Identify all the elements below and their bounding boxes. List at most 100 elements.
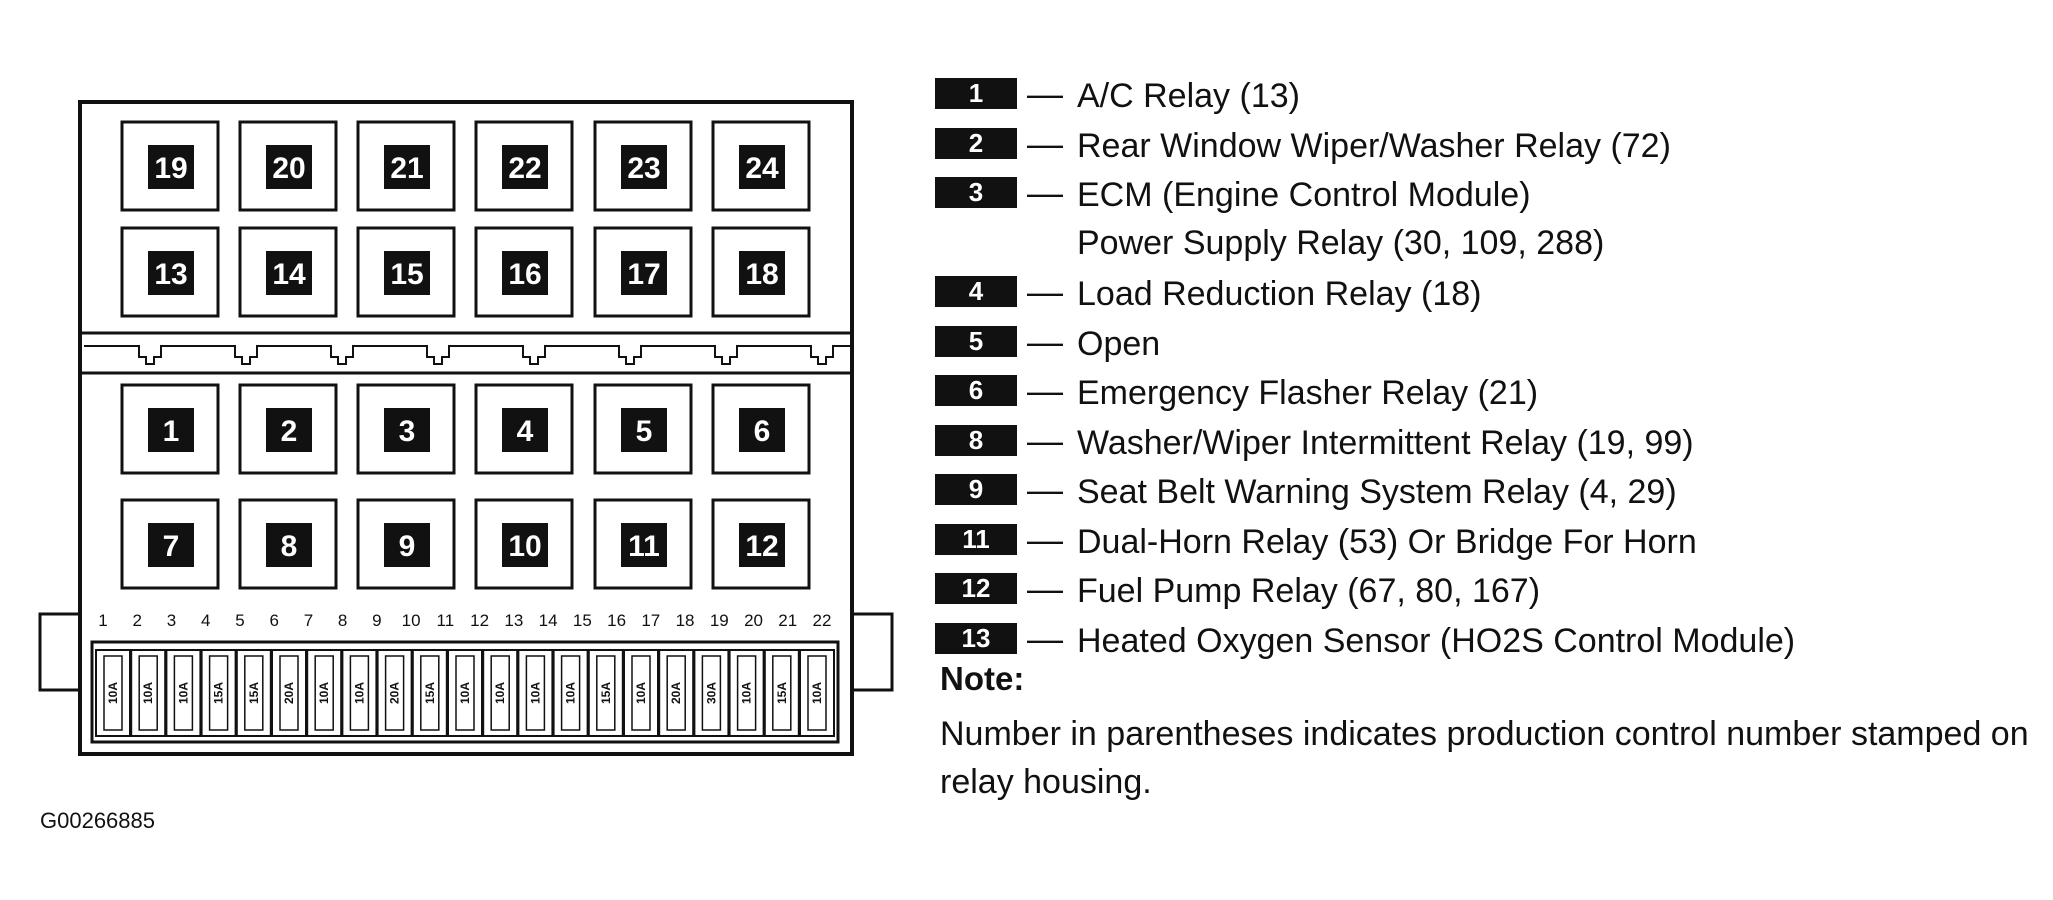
relay-number-badge xyxy=(148,523,194,567)
relay-number-badge xyxy=(621,145,667,189)
fuse: 10A xyxy=(552,649,589,737)
relay-number: 24 xyxy=(745,152,779,185)
legend-description-line: Dual-Horn Relay (53) Or Bridge For Horn xyxy=(1077,522,1697,561)
legend-dash: — xyxy=(1027,419,1063,461)
relay-legend: 1 — A/C Relay (13) 2—Rear Window Wiper/Wash… xyxy=(935,72,2045,666)
legend-number-badge: 5 xyxy=(935,325,1017,357)
legend-description: Open xyxy=(1077,320,1160,368)
relay-socket-16: 16 xyxy=(474,226,574,318)
legend-description: Dual-Horn Relay (53) Or Bridge For Horn xyxy=(1077,518,1697,566)
legend-description-line: A/C Relay (13) xyxy=(1077,77,1300,115)
legend-description: Load Reduction Relay (18) xyxy=(1077,270,1481,318)
fuse: 10A xyxy=(482,649,519,737)
relay-number-badge xyxy=(384,523,430,567)
fuse: 10A xyxy=(306,649,343,737)
legend-number-badge: 3 xyxy=(935,177,1017,208)
fuse: 30A xyxy=(693,649,730,737)
legend-description-line: Heated Oxygen Sensor (HO2S Control Modul… xyxy=(1077,621,1796,660)
legend-dash: — xyxy=(1027,73,1063,114)
relay-number-badge xyxy=(502,251,548,295)
fuse-number: 2 xyxy=(133,611,142,630)
fuse: 10A xyxy=(623,649,659,737)
fuse: 10A xyxy=(799,649,835,737)
fuse-number: 11 xyxy=(437,611,455,630)
legend-item: 2—Rear Window Wiper/Washer Relay (72) xyxy=(935,122,2045,172)
relay-number-badge xyxy=(266,145,312,189)
relay-number: 8 xyxy=(281,530,298,563)
fuse-box-outline xyxy=(38,100,894,756)
fuse-rating: 15A xyxy=(775,682,789,704)
fuse-number: 13 xyxy=(504,611,523,630)
legend-item: 12—Fuel Pump Relay (67, 80, 167) xyxy=(935,567,2045,617)
fuse-rating: 10A xyxy=(810,682,824,704)
relay-socket-24: 24 xyxy=(711,120,811,212)
legend-item: 6—Emergency Flasher Relay (21) xyxy=(935,369,2045,419)
relay-number: 6 xyxy=(754,415,771,448)
legend-description: ECM (Engine Control Module)Power Supply … xyxy=(1077,171,1604,267)
relay-socket-21: 21 xyxy=(356,120,456,212)
relay-number: 1 xyxy=(163,415,180,448)
relay-number-badge xyxy=(266,408,312,452)
legend-dash: — xyxy=(1027,469,1063,510)
relay-number-badge xyxy=(502,523,548,567)
legend-dash: — xyxy=(1027,271,1063,312)
fuse: 10A xyxy=(95,649,131,737)
relay-socket-13: 13 xyxy=(120,226,220,318)
relay-number: 14 xyxy=(272,258,306,291)
legend-dash: — xyxy=(1027,172,1063,213)
fuse-number: 16 xyxy=(607,611,626,630)
legend-item: 3 — ECM (Engine Control Module)Power Suppl… xyxy=(935,171,2045,270)
fuse-number: 4 xyxy=(201,611,210,630)
relay-socket-22: 22 xyxy=(474,120,574,212)
relay-number: 23 xyxy=(627,152,660,185)
legend-number-badge: 1 xyxy=(935,78,1017,109)
relay-socket-23: 23 xyxy=(593,120,693,212)
legend-dash: — xyxy=(1027,568,1063,609)
relay-number: 22 xyxy=(508,152,541,185)
legend-dash: — xyxy=(1027,122,1063,164)
fuse: 15A xyxy=(587,649,624,737)
fuse-rating: 10A xyxy=(564,682,578,704)
relay-socket-8: 8 xyxy=(238,498,338,590)
relay-number: 12 xyxy=(745,530,778,563)
relay-socket-18: 18 xyxy=(711,226,811,318)
fuse-number: 15 xyxy=(573,611,592,630)
legend-description-line: Emergency Flasher Relay (21) xyxy=(1077,374,1539,412)
legend-number-badge: 13 xyxy=(935,622,1017,654)
legend-description-line: ECM (Engine Control Module) xyxy=(1077,176,1531,214)
fuse-number: 12 xyxy=(470,611,489,630)
legend-description-line: Open xyxy=(1077,324,1161,363)
fuse: 10A xyxy=(130,649,167,737)
relay-number-badge xyxy=(739,145,785,189)
fuse-number: 21 xyxy=(778,611,797,630)
relay-socket-17: 17 xyxy=(593,226,693,318)
relay-number: 3 xyxy=(399,415,416,448)
legend-item: 11—Dual-Horn Relay (53) Or Bridge For Ho… xyxy=(935,518,2045,568)
fuse-rating: 20A xyxy=(282,682,296,704)
fuse-rating: 30A xyxy=(704,682,718,704)
fuse: 10A xyxy=(728,649,765,737)
fuse-rating: 10A xyxy=(458,682,472,704)
legend-item: 1 — A/C Relay (13) xyxy=(935,72,2045,122)
legend-number-badge: 4 xyxy=(935,276,1017,307)
fuse-rating: 15A xyxy=(247,682,261,704)
legend-dash: — xyxy=(1027,617,1063,659)
fuse-rating: 10A xyxy=(528,682,542,704)
fuse-rating: 15A xyxy=(423,682,437,704)
fuse-rating: 15A xyxy=(599,682,613,704)
fuse: 10A xyxy=(341,649,378,737)
legend-item: 8—Washer/Wiper Intermittent Relay (19, 9… xyxy=(935,419,2045,469)
fuse-rating: 10A xyxy=(176,682,190,704)
fuse-number: 1 xyxy=(98,611,107,630)
legend-dash: — xyxy=(1027,370,1063,411)
legend-item: 4 — Load Reduction Relay (18) xyxy=(935,270,2045,320)
fuse-rating: 10A xyxy=(352,682,366,704)
relay-socket-19: 19 xyxy=(120,120,220,212)
relay-number-badge xyxy=(621,523,667,567)
fuse-rating: 10A xyxy=(141,682,155,704)
relay-number: 9 xyxy=(399,530,416,563)
relay-number-badge xyxy=(621,408,667,452)
legend-description: Emergency Flasher Relay (21) xyxy=(1077,369,1538,417)
